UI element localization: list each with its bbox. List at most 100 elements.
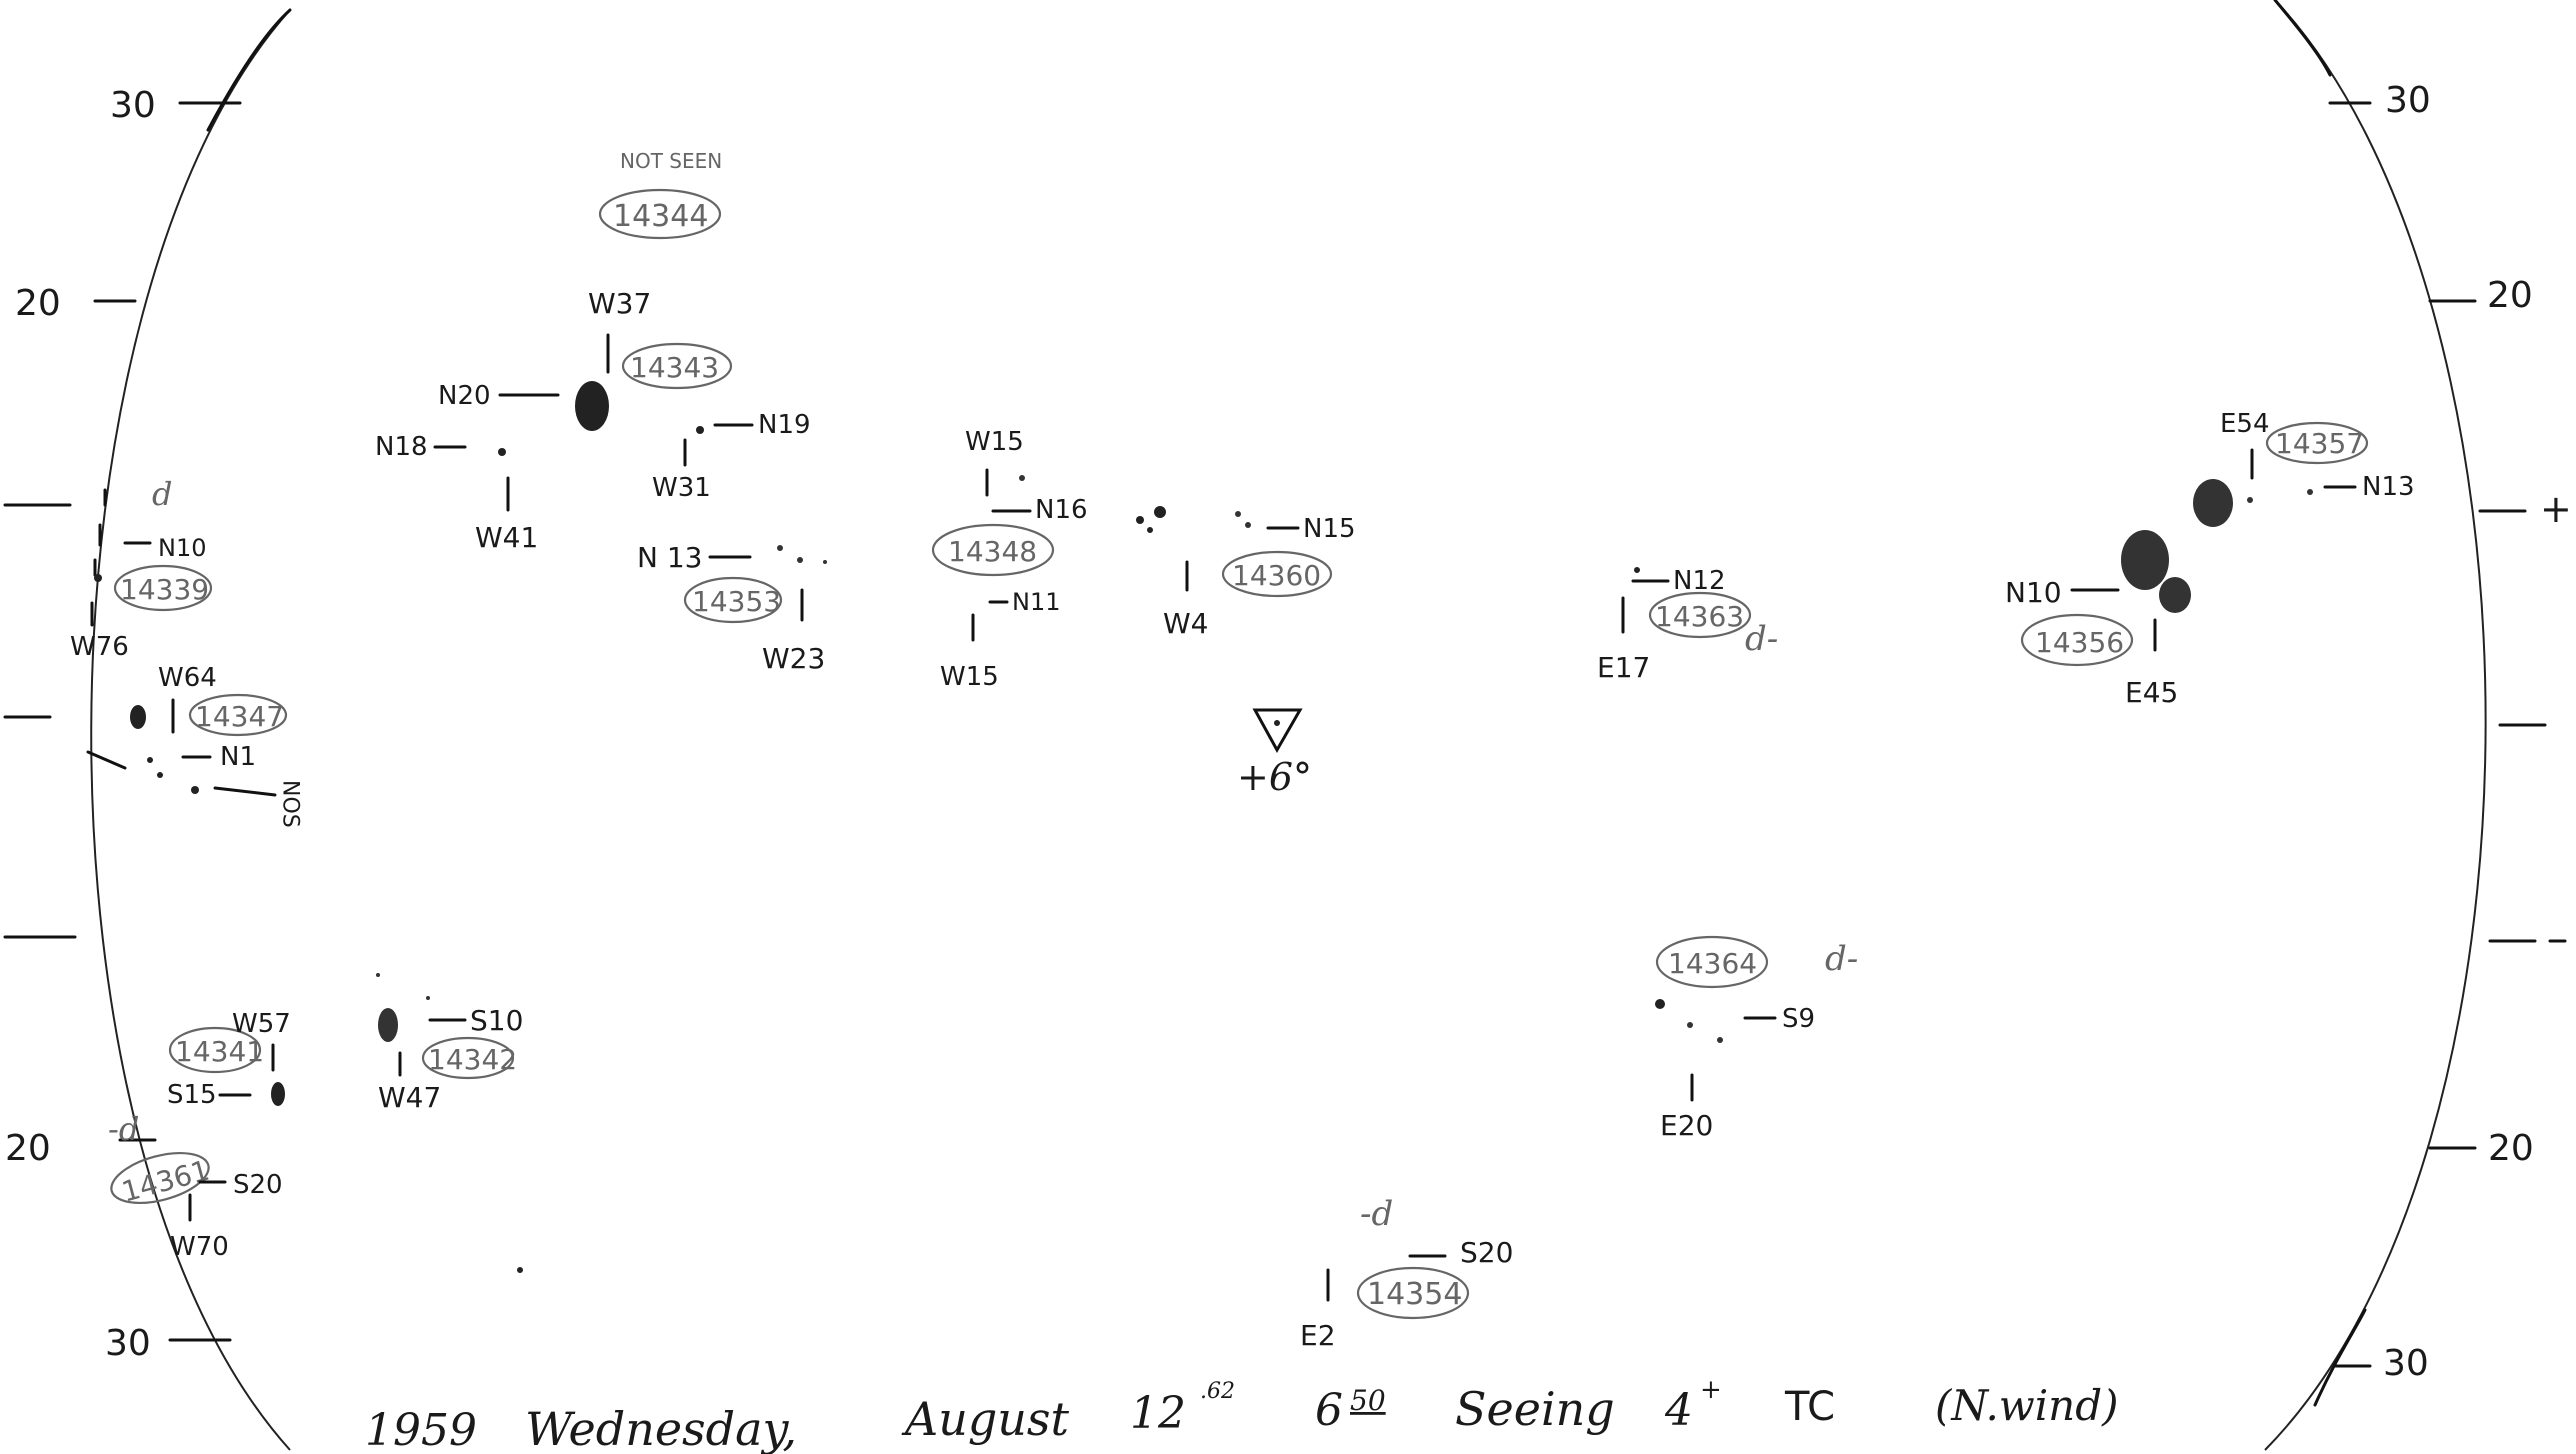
lon-label-e17: E17 <box>1597 651 1650 684</box>
region-number-14356: 14356 <box>2035 626 2124 659</box>
observation-caption: 1959 Wednesday, August 12 .62 6 50 Seein… <box>365 1375 2119 1454</box>
lat-label-n19: N19 <box>758 410 811 440</box>
region-number-14341: 14341 <box>175 1035 264 1068</box>
lon-label-w76: W76 <box>70 632 129 662</box>
center-mark: +6° <box>1237 708 1312 799</box>
region-14339: N10 14339 W76 d <box>70 475 213 662</box>
region-14344: NOT SEEN 14344 <box>598 149 722 240</box>
sunspot-w64 <box>130 705 146 729</box>
lon-label-w31: W31 <box>652 473 711 503</box>
region-14361: -d 14361 S20 W70 <box>108 1110 523 1273</box>
lon-label-w15-top: W15 <box>965 427 1024 457</box>
region-number-14354: 14354 <box>1367 1277 1462 1312</box>
lat-label-s9: S9 <box>1782 1004 1815 1034</box>
lat-label-s20-w70: S20 <box>233 1170 283 1200</box>
region-14360: N15 14360 W4 <box>1136 506 1356 640</box>
lon-label-e2: E2 <box>1300 1319 1336 1352</box>
region-number-14357: 14357 <box>2275 427 2364 460</box>
lon-label-w41: W41 <box>475 521 538 554</box>
lat-label-s20-e2: S20 <box>1460 1236 1513 1269</box>
d-mark-14364: d- <box>1825 939 1858 979</box>
lon-label-w64: W64 <box>158 663 217 693</box>
region-number-14347: 14347 <box>195 700 284 733</box>
limb-tick-top-right <box>2273 0 2332 77</box>
lon-label-e45: E45 <box>2125 676 2178 709</box>
caption-seeing-plus: + <box>1700 1375 1722 1405</box>
region-14363: N12 14363 d- E17 <box>1597 566 1778 684</box>
sunspot-e45-follower <box>2159 577 2191 613</box>
region-number-14342: 14342 <box>428 1043 517 1076</box>
lat-label-n12: N12 <box>1673 566 1726 596</box>
lat-label-n20: N20 <box>438 381 491 411</box>
left-latitude-scale: 30 20 20 30 <box>3 85 242 1364</box>
limb-tick-top-left <box>206 8 292 132</box>
solar-limb-right <box>2264 0 2487 1451</box>
caption-time: 6 <box>1315 1385 1343 1436</box>
lon-label-w70: W70 <box>170 1232 229 1262</box>
equator-nos-label: NOS <box>278 780 303 828</box>
region-number-14353: 14353 <box>692 585 781 618</box>
region-14353: N 13 14353 W23 <box>637 541 827 675</box>
right-scale-label-20-bottom: 20 <box>2488 1128 2534 1169</box>
region-14341: 14341 W57 S15 <box>167 1009 291 1110</box>
region-number-14343: 14343 <box>630 351 719 384</box>
region-number-14344: 14344 <box>613 199 708 234</box>
caption-time-minutes: 50 <box>1350 1384 1386 1417</box>
lat-label-n13-w23: N 13 <box>637 541 702 574</box>
region-14342: S10 14342 W47 <box>376 973 523 1114</box>
d-mark-14339: d <box>152 475 172 513</box>
d-mark-14363: d- <box>1745 619 1778 659</box>
not-seen-label: NOT SEEN <box>620 149 722 173</box>
caption-date-fraction: .62 <box>1200 1379 1235 1404</box>
caption-month: August <box>901 1392 1070 1446</box>
region-14347: W64 14347 N1 NOS <box>86 663 303 828</box>
left-scale-label-20-top: 20 <box>15 283 61 324</box>
lon-label-w23: W23 <box>762 642 825 675</box>
right-scale-label-30-top: 30 <box>2385 80 2431 121</box>
lat-label-n10-e45: N10 <box>2005 576 2062 609</box>
caption-year: 1959 <box>365 1405 477 1454</box>
lon-label-w57: W57 <box>232 1009 291 1039</box>
region-number-14348: 14348 <box>948 535 1037 568</box>
lat-label-n15: N15 <box>1303 514 1356 544</box>
lat-label-n11: N11 <box>1012 588 1061 616</box>
sunspot-w47 <box>378 1008 398 1042</box>
region-number-14364: 14364 <box>1668 947 1757 980</box>
region-14357: E54 14357 N13 <box>2193 409 2415 527</box>
lon-label-e54: E54 <box>2220 409 2270 439</box>
lon-label-w37: W37 <box>588 287 651 320</box>
lat-label-s15: S15 <box>167 1080 217 1110</box>
region-14354: -d S20 14354 E2 <box>1300 1194 1513 1352</box>
left-scale-label-30-top: 30 <box>110 85 156 126</box>
sunspot-umbra <box>575 381 609 431</box>
left-scale-label-30-bottom: 30 <box>105 1323 151 1364</box>
lat-label-s10: S10 <box>470 1004 523 1037</box>
limb-tick-bottom-right <box>2313 1308 2367 1407</box>
lat-label-n10-left: N10 <box>158 534 207 562</box>
region-14364: 14364 d- S9 E20 <box>1655 935 1858 1142</box>
right-scale-plus: + <box>2540 487 2572 531</box>
lat-label-n18: N18 <box>375 432 428 462</box>
sunspot-s15 <box>271 1082 285 1106</box>
left-scale-label-20-bottom: 20 <box>5 1128 51 1169</box>
caption-seeing-label: Seeing <box>1455 1382 1615 1436</box>
lon-label-w4: W4 <box>1163 607 1209 640</box>
lat-label-n1: N1 <box>220 742 256 772</box>
d-mark-14361: -d <box>108 1110 139 1148</box>
lat-label-n13-e54: N13 <box>2362 472 2415 502</box>
region-14348: W15 N16 14348 N11 W15 <box>931 427 1088 692</box>
caption-date: 12 <box>1130 1388 1186 1439</box>
lon-label-w15-bottom: W15 <box>940 662 999 692</box>
d-mark-14354: -d <box>1360 1194 1393 1234</box>
region-number-14339: 14339 <box>120 573 209 606</box>
lat-label-n16: N16 <box>1035 495 1088 525</box>
caption-seeing-value: 4 <box>1664 1385 1693 1436</box>
right-scale-label-30-bottom: 30 <box>2383 1343 2429 1384</box>
lon-label-w47: W47 <box>378 1081 441 1114</box>
lon-label-e20: E20 <box>1660 1109 1713 1142</box>
region-number-14363: 14363 <box>1655 600 1744 633</box>
caption-wind: (N.wind) <box>1935 1381 2119 1430</box>
sunspot-e45-leader <box>2121 530 2169 590</box>
region-number-14360: 14360 <box>1232 559 1321 592</box>
